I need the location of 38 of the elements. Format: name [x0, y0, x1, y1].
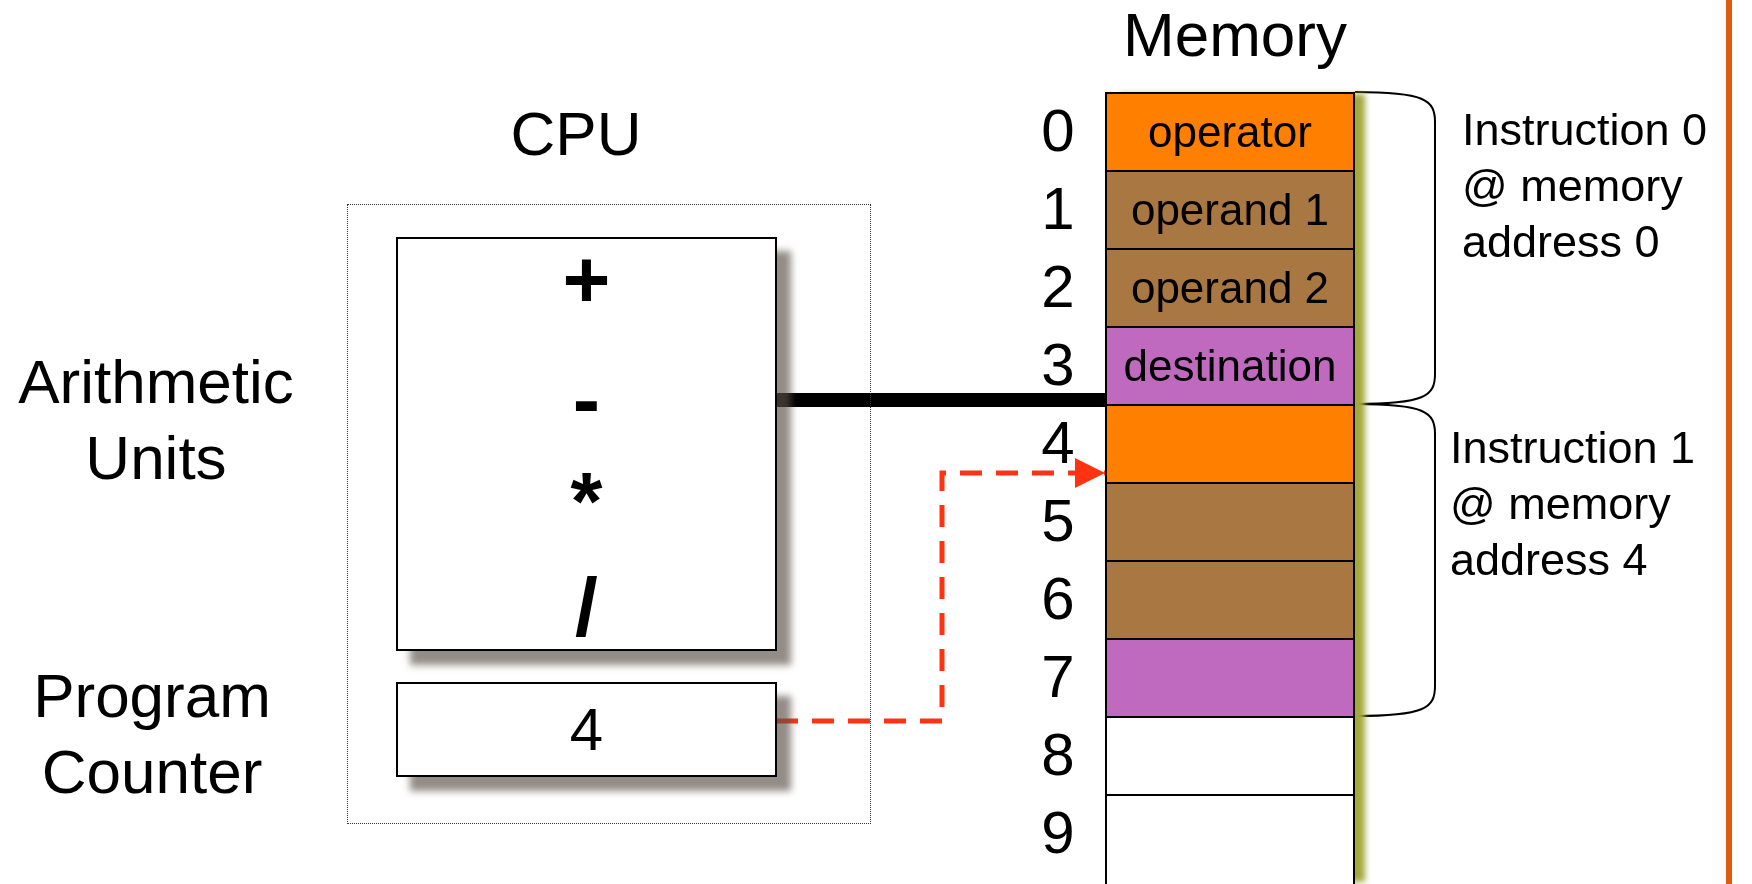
address-number: 0	[1040, 96, 1076, 166]
operator-symbol: /	[575, 566, 598, 648]
operator-symbol: -	[572, 358, 601, 440]
cell-text: operator	[1148, 107, 1312, 157]
address-number: 8	[1040, 720, 1076, 790]
address-number: 7	[1040, 642, 1076, 712]
bus-line	[776, 393, 1105, 407]
component-label: Arithmetic Units	[17, 346, 295, 494]
memory-cell	[1105, 404, 1355, 482]
component-label: Program Counter	[32, 660, 272, 808]
program-counter-box	[396, 682, 777, 777]
cpu-heading: CPU	[510, 103, 642, 165]
address-number: 4	[1040, 408, 1076, 478]
address-number: 1	[1040, 174, 1076, 244]
cell-text: operand 1	[1130, 185, 1330, 235]
memory-cell	[1105, 638, 1355, 716]
address-number: 5	[1040, 486, 1076, 556]
address-number: 2	[1040, 252, 1076, 322]
cell-text: destination	[1123, 341, 1337, 391]
address-number: 6	[1040, 564, 1076, 634]
instruction-note: Instruction 1 @ memory address 4	[1450, 421, 1697, 587]
memory-cell	[1105, 716, 1355, 794]
memory-cell	[1105, 482, 1355, 560]
operator-symbol: +	[562, 238, 611, 320]
dashed-arrow	[776, 458, 1105, 724]
arithmetic-unit-box	[396, 237, 777, 651]
instruction-note: Instruction 0 @ memory address 0	[1462, 103, 1709, 269]
memory-cell	[1105, 170, 1355, 248]
memory-cell	[1105, 326, 1355, 404]
operator-symbol: *	[570, 460, 603, 542]
memory-cell	[1105, 560, 1355, 638]
memory-cell	[1105, 794, 1355, 884]
address-number: 9	[1040, 798, 1076, 868]
memory-cell	[1105, 92, 1355, 170]
cell-text: operand 2	[1130, 263, 1330, 313]
address-number: 3	[1040, 330, 1076, 400]
memory-cell	[1105, 248, 1355, 326]
counter-value: 4	[568, 695, 605, 765]
